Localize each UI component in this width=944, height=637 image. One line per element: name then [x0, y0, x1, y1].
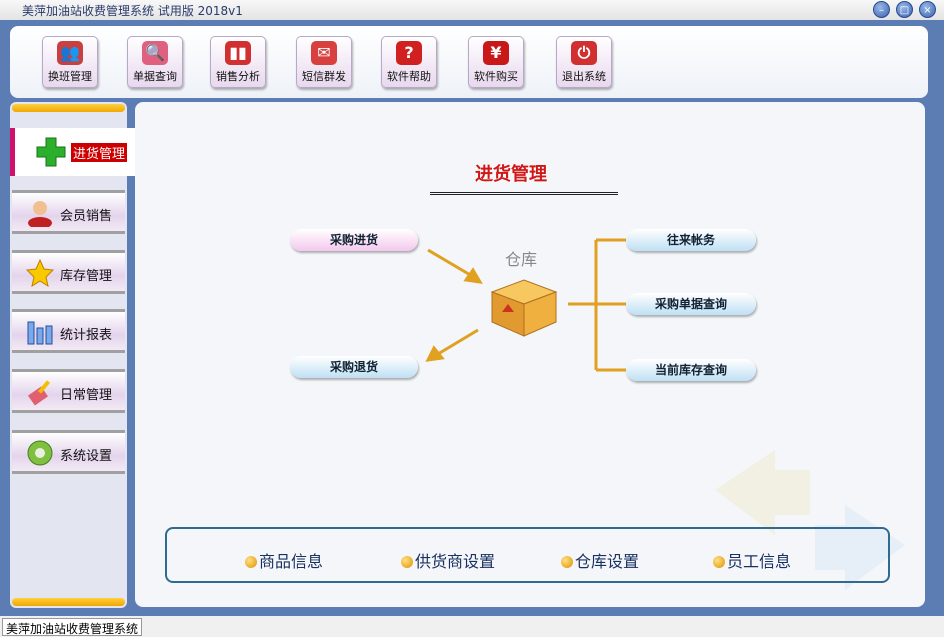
brush-icon — [28, 380, 51, 406]
bullet-icon — [245, 556, 257, 568]
supplier-settings-link[interactable]: 供货商设置 — [401, 548, 495, 572]
arrow-in — [427, 248, 473, 278]
bar-chart-icon — [27, 321, 53, 345]
bar-chart-icon: ▮▮ — [225, 41, 251, 65]
toolbar: 👥 换班管理 🔍 单据查询 ▮▮ 销售分析 ✉ 短信群发? 软件帮助 ¥ 软件购买 ⏻ 退出系统 — [10, 26, 928, 98]
maximize-button[interactable]: □ — [896, 1, 913, 18]
users-icon: 👥 — [57, 41, 83, 65]
warehouse-settings-link[interactable]: 仓库设置 — [561, 548, 639, 572]
gear-icon — [27, 440, 53, 466]
toolbar-button-label: 退出系统 — [562, 70, 606, 83]
sidebar-item-label: 日常管理 — [60, 388, 113, 403]
toolbar-button-2[interactable]: ▮▮ 销售分析 — [210, 36, 266, 88]
power-icon: ⏻ — [571, 41, 597, 65]
envelope-icon: ✉ — [311, 41, 337, 65]
toolbar-button-label: 单据查询 — [133, 70, 177, 83]
toolbar-button-label: 换班管理 — [48, 70, 92, 83]
sidebar-top-cap — [12, 104, 125, 112]
goods-info-link[interactable]: 商品信息 — [245, 548, 323, 572]
box-icon — [490, 279, 558, 337]
bullet-icon — [561, 556, 573, 568]
sidebar-item-active[interactable]: 进货管理 — [10, 128, 137, 176]
yen-icon: ¥ — [483, 41, 509, 65]
sidebar-item-3[interactable]: 日常管理 — [12, 369, 125, 413]
purchase-query-button[interactable]: 采购单据查询 — [626, 293, 756, 315]
sidebar-item-label: 库存管理 — [60, 269, 113, 284]
sidebar-item-label: 进货管理 — [71, 143, 128, 162]
sidebar-item-label: 会员销售 — [60, 209, 113, 224]
status-text: 美萍加油站收费管理系统 — [2, 618, 143, 636]
minimize-button[interactable]: – — [873, 1, 890, 18]
link-label: 仓库设置 — [575, 552, 640, 571]
nav-arrows-icon — [715, 450, 905, 590]
purchase-return-button[interactable]: 采购退货 — [290, 356, 418, 378]
sidebar-bottom-cap — [12, 598, 125, 606]
accounts-button[interactable]: 往来帐务 — [626, 229, 756, 251]
link-label: 员工信息 — [727, 552, 792, 571]
close-button[interactable]: × — [919, 1, 936, 18]
link-label: 商品信息 — [259, 552, 324, 571]
toolbar-button-4[interactable]: ? 软件帮助 — [381, 36, 437, 88]
user-icon — [28, 201, 52, 227]
toolbar-button-3[interactable]: ✉ 短信群发 — [296, 36, 352, 88]
status-bar: 美萍加油站收费管理系统 — [0, 617, 944, 637]
window-title: 美萍加油站收费管理系统 试用版 2018v1 — [22, 4, 243, 18]
purchase-in-button[interactable]: 采购进货 — [290, 229, 418, 251]
stock-query-button[interactable]: 当前库存查询 — [626, 359, 756, 381]
staff-info-link[interactable]: 员工信息 — [713, 548, 791, 572]
toolbar-button-5[interactable]: ¥ 软件购买 — [468, 36, 524, 88]
sidebar-item-label: 统计报表 — [60, 328, 113, 343]
toolbar-button-1[interactable]: 🔍 单据查询 — [127, 36, 183, 88]
toolbar-button-6[interactable]: ⏻ 退出系统 — [556, 36, 612, 88]
toolbar-button-0[interactable]: 👥 换班管理 — [42, 36, 98, 88]
page-title: 进货管理 — [475, 164, 547, 185]
sidebar-item-0[interactable]: 会员销售 — [12, 190, 125, 234]
bullet-icon — [713, 556, 725, 568]
toolbar-button-label: 销售分析 — [216, 70, 260, 83]
link-label: 供货商设置 — [415, 552, 496, 571]
warehouse-label: 仓库 — [505, 250, 538, 269]
star-icon — [26, 259, 54, 287]
sidebar — [10, 102, 127, 608]
magnifier-icon: 🔍 — [142, 41, 168, 65]
arrow-out — [437, 328, 479, 356]
sidebar-item-4[interactable]: 系统设置 — [12, 430, 125, 474]
sidebar-item-label: 系统设置 — [60, 449, 113, 464]
toolbar-button-label: 短信群发 — [302, 70, 346, 83]
sidebar-item-2[interactable]: 统计报表 — [12, 309, 125, 353]
toolbar-button-label: 软件帮助 — [387, 70, 431, 83]
bullet-icon — [401, 556, 413, 568]
title-bar: 美萍加油站收费管理系统 试用版 2018v1 – □ × — [0, 0, 944, 20]
plus-icon — [36, 137, 66, 167]
help-icon: ? — [396, 41, 422, 65]
main-panel — [135, 102, 925, 607]
sidebar-item-1[interactable]: 库存管理 — [12, 250, 125, 294]
title-underline — [430, 192, 618, 195]
quick-links-panel: 商品信息 供货商设置 仓库设置 员工信息 — [165, 527, 890, 583]
toolbar-button-label: 软件购买 — [474, 70, 518, 83]
